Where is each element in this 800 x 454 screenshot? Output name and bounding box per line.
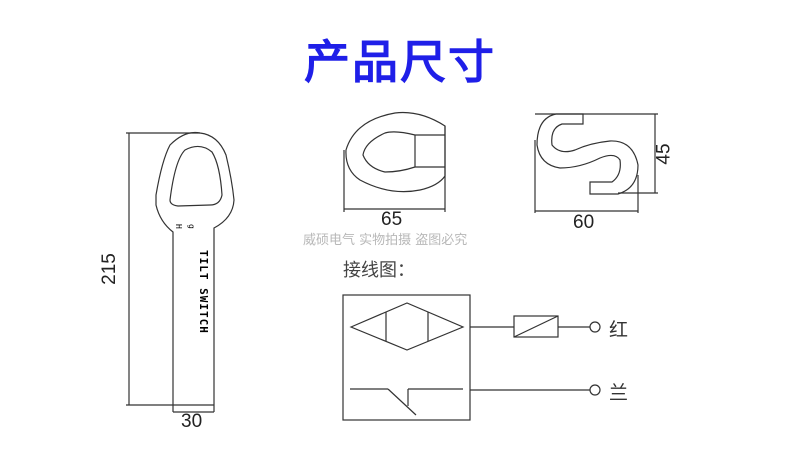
terminal-blue bbox=[589, 384, 601, 396]
s-hook-height-dimension: 45 bbox=[653, 143, 675, 165]
loop-top-view bbox=[343, 111, 446, 212]
tilt-switch-drawing bbox=[126, 131, 235, 413]
engraving-line2: g bbox=[187, 224, 196, 229]
s-hook-drawing bbox=[534, 113, 658, 213]
page-title: 产品尺寸 bbox=[304, 35, 496, 89]
shaft-width-dimension: 30 bbox=[181, 411, 203, 432]
sensor-symbol bbox=[349, 302, 465, 351]
terminal-red bbox=[589, 321, 601, 333]
length-dimension: 215 bbox=[98, 253, 120, 285]
engraving-text: TILT SWITCH bbox=[197, 250, 210, 334]
wire-label-red: 红 bbox=[609, 319, 629, 341]
tilt-switch-loop bbox=[169, 145, 223, 207]
tilt-switch-outline bbox=[155, 131, 235, 405]
wiring-diagram bbox=[342, 294, 601, 421]
loop-width-dimension: 65 bbox=[381, 209, 403, 230]
s-hook-width-dimension: 60 bbox=[573, 212, 595, 233]
engraving-line1: H bbox=[174, 224, 183, 229]
watermark: 威硕电气 实物拍摄 盗图必究 bbox=[303, 233, 468, 248]
wiring-diagram-label: 接线图： bbox=[343, 260, 415, 281]
sensor-box bbox=[342, 294, 471, 421]
wire-label-blue: 兰 bbox=[609, 382, 629, 404]
